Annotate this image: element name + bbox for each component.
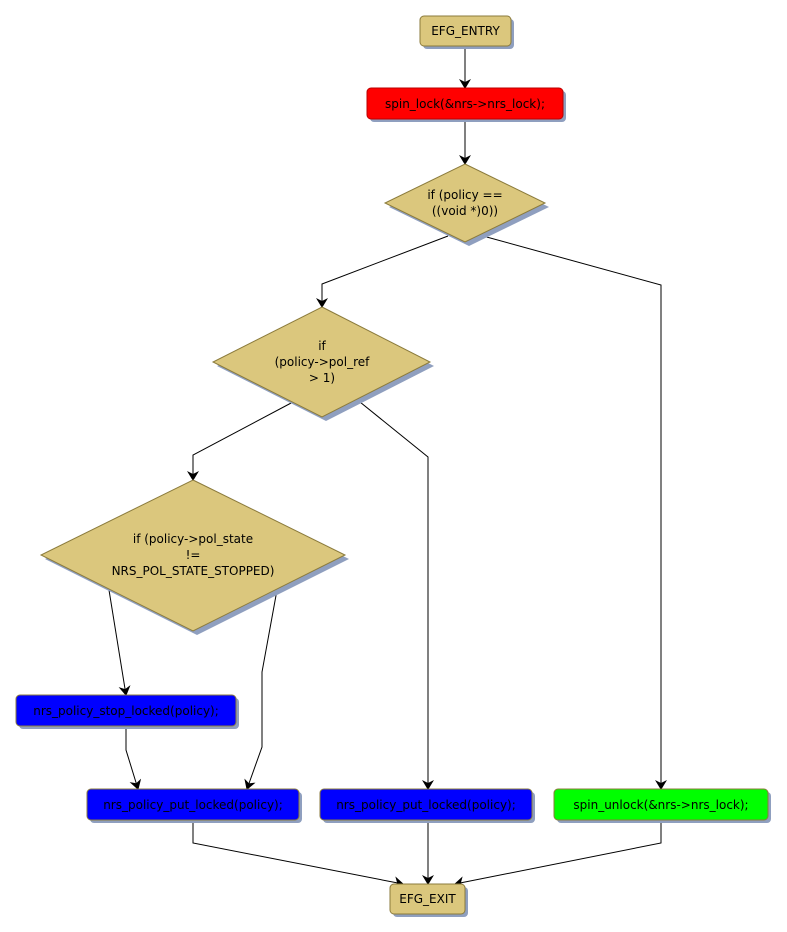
spin-unlock-label: spin_unlock(&nrs->nrs_lock);: [573, 798, 748, 812]
decision-label: if (policy->pol_state: [133, 532, 253, 546]
decision-label: !=: [186, 548, 201, 562]
decision-label: if: [318, 339, 326, 353]
decision-label: NRS_POL_STATE_STOPPED): [112, 564, 275, 578]
put-locked-label: nrs_policy_put_locked(policy);: [336, 798, 516, 812]
edge-cond3-put1: [244, 589, 278, 790]
decision-label: (policy->pol_ref: [275, 355, 371, 369]
edge-cond2-cond3: [187, 401, 294, 481]
entry-node: EFG_ENTRY: [419, 15, 514, 49]
put-locked-node-2: nrs_policy_put_locked(policy);: [319, 788, 535, 823]
edge-put1-exit: [192, 820, 404, 889]
put-locked-label: nrs_policy_put_locked(policy);: [103, 798, 283, 812]
spin-lock-label: spin_lock(&nrs->nrs_lock);: [385, 97, 545, 111]
decision-policy-null: if (policy == ((void *)0)): [383, 163, 549, 246]
spin-lock-node: spin_lock(&nrs->nrs_lock);: [366, 87, 566, 122]
edges: [108, 46, 667, 889]
spin-unlock-node: spin_unlock(&nrs->nrs_lock);: [553, 788, 771, 823]
exit-node: EFG_EXIT: [389, 883, 468, 917]
decision-label: > 1): [309, 371, 335, 385]
stop-locked-node: nrs_policy_stop_locked(policy);: [15, 694, 239, 729]
edge-cond1-unlock: [482, 235, 667, 790]
stop-locked-label: nrs_policy_stop_locked(policy);: [33, 704, 219, 718]
put-locked-node-1: nrs_policy_put_locked(policy);: [86, 788, 302, 823]
edge-cond1-cond2: [316, 235, 449, 308]
entry-label: EFG_ENTRY: [431, 24, 500, 38]
edge-cond2-put2: [354, 397, 434, 790]
edge-unlock-exit: [454, 820, 662, 889]
decision-pol-state: if (policy->pol_state != NRS_POL_STATE_S…: [39, 479, 349, 635]
edge-stop-put1: [125, 726, 142, 790]
decision-label: if (policy ==: [427, 188, 502, 202]
exit-label: EFG_EXIT: [399, 892, 456, 906]
decision-label: ((void *)0)): [432, 204, 498, 218]
decision-pol-ref: if (policy->pol_ref > 1): [211, 306, 434, 421]
edge-cond3-stop: [108, 589, 131, 696]
